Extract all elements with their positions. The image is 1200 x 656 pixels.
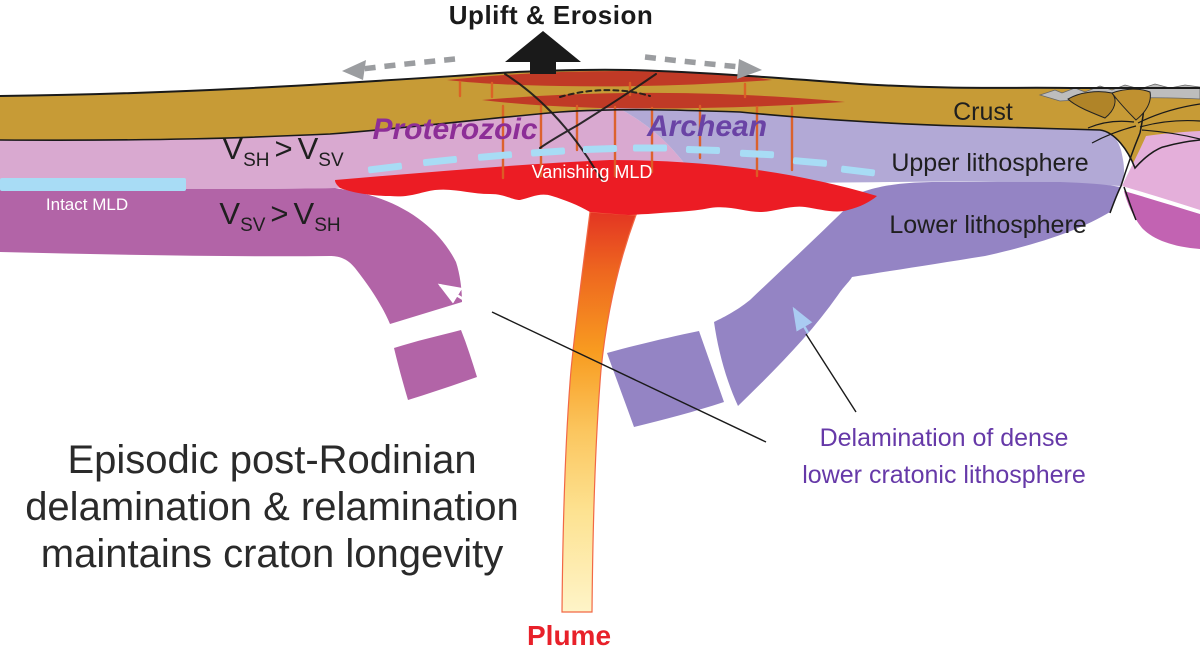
- orogen-fold-belt: [1038, 83, 1200, 144]
- vanishing-mld-label: Vanishing MLD: [531, 162, 653, 182]
- far-right-upper-lithosphere: [1122, 131, 1200, 210]
- upper-sill: [447, 71, 772, 87]
- crustal-fault-lines: [504, 73, 657, 182]
- delaminated-block-right: [607, 331, 724, 427]
- plume-label: Plume: [526, 620, 612, 651]
- v-subscript: SV: [240, 215, 266, 236]
- surface-line: [0, 68, 1200, 97]
- uplift-arrow-icon: [505, 31, 581, 74]
- plume-stem: [561, 211, 637, 613]
- orogen-fan-faults: [1087, 103, 1200, 144]
- proterozoic-label: Proterozoic: [372, 113, 538, 146]
- vanishing-mld-dashes: [367, 144, 876, 177]
- v-subscript: SH: [314, 215, 341, 236]
- greater-than: >: [274, 131, 293, 166]
- orogen-nappe-left: [1067, 91, 1116, 119]
- extension-arrow-left-icon: [342, 56, 456, 80]
- orogen-nappe-right: [1111, 88, 1151, 121]
- greater-than: >: [270, 196, 289, 231]
- intact-mld-bar: [0, 178, 186, 191]
- lower-lithosphere-archean-arm: [714, 182, 1120, 406]
- intact-mld-label: Intact MLD: [45, 195, 129, 214]
- delamination-note: Delamination of dense lower cratonic lit…: [802, 420, 1085, 494]
- lower-lithosphere-label: Lower lithosphere: [889, 211, 1087, 239]
- v-symbol: V: [222, 131, 244, 166]
- plume-head-red-layer: [335, 160, 877, 215]
- crust-layer: [0, 69, 1200, 168]
- delaminated-block-left: [394, 330, 477, 400]
- v-subscript: SV: [318, 150, 344, 171]
- delamination-note-line1: Delamination of dense: [819, 424, 1069, 452]
- archean-label: Archean: [646, 110, 768, 143]
- v-symbol: V: [297, 131, 319, 166]
- lower-lithosphere-proterozoic-arm: [0, 186, 462, 324]
- v-symbol: V: [219, 196, 241, 231]
- lower-sill: [482, 92, 845, 109]
- uplift-erosion-label: Uplift & Erosion: [448, 0, 654, 30]
- caption-line2: delamination & relamination: [25, 485, 519, 529]
- main-caption: Episodic post-Rodinian delamination & re…: [25, 437, 519, 578]
- delamination-note-line2: lower cratonic lithosphere: [802, 461, 1086, 489]
- relamination-arrow-right-icon: [792, 306, 813, 334]
- moho-line: [0, 108, 1200, 170]
- annotation-leader-lines: [491, 311, 857, 443]
- far-right-lower-lithosphere: [1124, 191, 1200, 249]
- anisotropy-upper-label: VSH>VSV: [222, 131, 343, 170]
- dikes: [458, 80, 794, 180]
- v-symbol: V: [293, 196, 315, 231]
- crust-label: Crust: [953, 98, 1013, 126]
- upper-lithosphere-label: Upper lithosphere: [891, 149, 1089, 177]
- caption-line1: Episodic post-Rodinian: [67, 438, 477, 482]
- v-subscript: SH: [243, 150, 270, 171]
- relamination-arrow-left-icon: [437, 283, 469, 304]
- extension-arrow-right-icon: [644, 54, 762, 79]
- caption-line3: maintains craton longevity: [40, 532, 504, 576]
- anisotropy-lower-label: VSV>VSH: [219, 196, 340, 235]
